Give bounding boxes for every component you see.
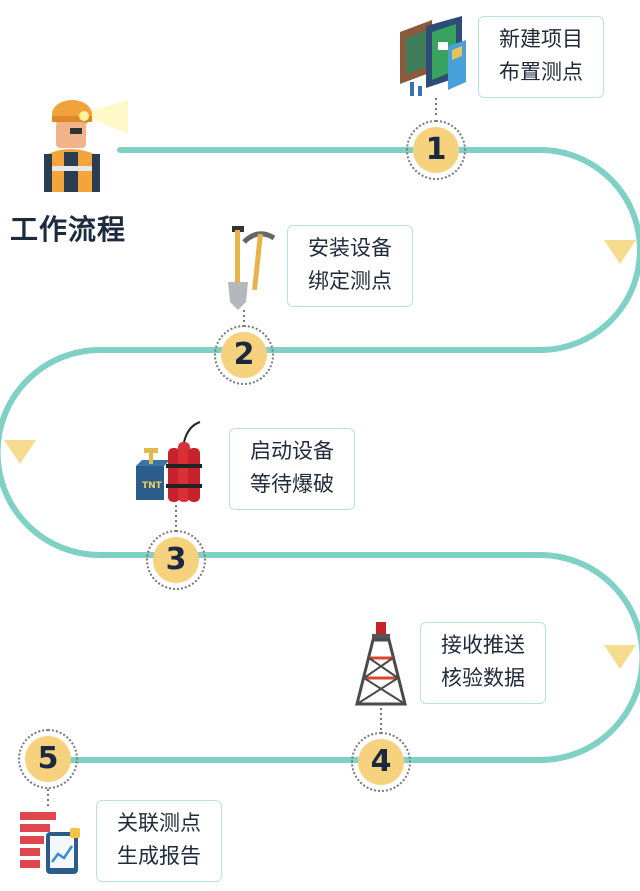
shovel-pickaxe-icon <box>228 226 276 310</box>
report-tablet-icon <box>20 812 80 874</box>
step-4-badge: 4 <box>351 732 411 792</box>
svg-text:TNT: TNT <box>142 481 163 491</box>
step-2-label: 安装设备 绑定测点 <box>287 225 413 307</box>
step-1-badge: 1 <box>406 120 466 180</box>
step-4-label: 接收推送 核验数据 <box>420 622 546 704</box>
path-arrow-3 <box>604 645 636 669</box>
tnt-detonator-icon: TNT <box>136 421 202 502</box>
step-5-label: 关联测点 生成报告 <box>96 800 222 882</box>
page-title: 工作流程 <box>10 213 127 246</box>
step-2-badge: 2 <box>214 325 274 385</box>
step-1-label: 新建项目 布置测点 <box>478 16 604 98</box>
signal-tower-icon <box>355 622 407 706</box>
step-3-badge: 3 <box>146 530 206 590</box>
worker-icon <box>44 100 128 192</box>
app-screens-icon <box>400 16 466 96</box>
path-arrow-2 <box>4 440 36 464</box>
step-3-label: 启动设备 等待爆破 <box>229 428 355 510</box>
path-arrow-1 <box>604 240 636 264</box>
step-5-badge: 5 <box>18 729 78 789</box>
